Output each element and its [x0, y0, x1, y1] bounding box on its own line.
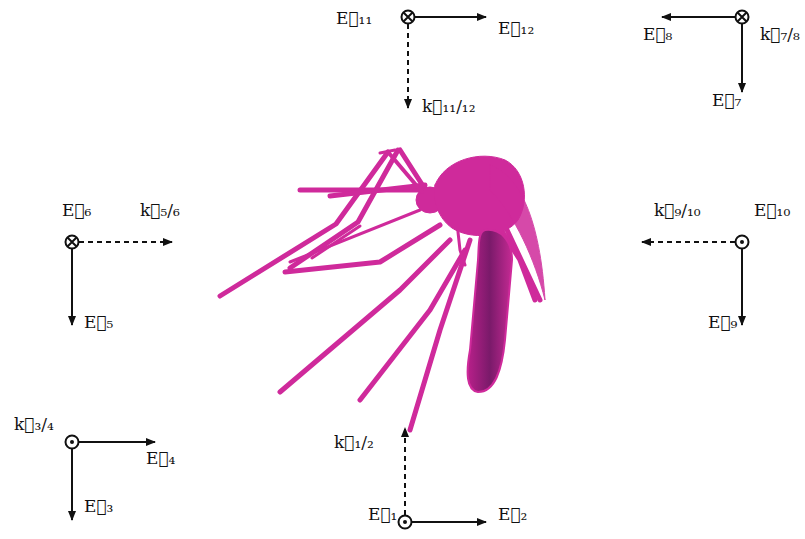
field-frame-top-right	[662, 11, 749, 93]
wave-vector-label: k⃗₃/₄	[14, 414, 54, 434]
field-label: E⃗₆	[62, 200, 91, 220]
field-frame-right	[642, 236, 749, 326]
field-frame-bottom-left	[66, 436, 156, 521]
wave-vector-label: k⃗₁/₂	[334, 432, 374, 452]
field-frame-left	[66, 236, 173, 326]
field-label: E⃗₄	[146, 448, 175, 468]
field-label: E⃗₃	[84, 496, 113, 516]
field-label: E⃗₁₀	[754, 200, 790, 220]
field-label: E⃗₉	[708, 312, 737, 332]
field-label: E⃗₁₂	[498, 18, 534, 38]
field-label: E⃗₂	[498, 504, 527, 524]
field-frame-top	[402, 11, 487, 109]
wave-vector-label: k⃗₁₁/₁₂	[422, 96, 476, 116]
field-frame-bottom	[399, 428, 487, 529]
wave-vector-label: k⃗₅/₆	[140, 200, 180, 220]
field-label: E⃗₁₁	[336, 8, 372, 28]
field-label: E⃗₈	[643, 24, 672, 44]
field-label: E⃗₁	[368, 504, 397, 524]
field-label: E⃗₅	[84, 312, 113, 332]
field-label: E⃗₇	[712, 90, 741, 110]
mosquito-illustration	[220, 150, 545, 430]
wave-vector-label: k⃗₉/₁₀	[654, 200, 701, 220]
wave-vector-label: k⃗₇/₈	[760, 24, 800, 44]
